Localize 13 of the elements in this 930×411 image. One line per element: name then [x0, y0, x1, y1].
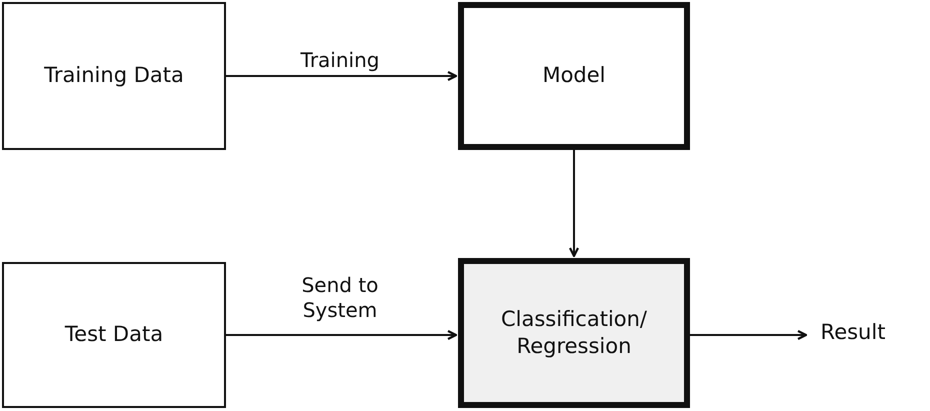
arrow: [568, 150, 580, 258]
arrow: [226, 330, 458, 340]
process-box: [458, 258, 690, 408]
box-text: Classification/ Regression: [500, 306, 648, 360]
box-text: Model: [542, 62, 606, 90]
arrow: [226, 70, 458, 82]
output-label: Result: [820, 319, 886, 346]
process-box: [458, 2, 690, 150]
box-text: Test Data: [64, 321, 164, 348]
arrow: [690, 330, 808, 340]
process-box: [2, 262, 226, 408]
process-box: [2, 2, 226, 150]
box-text: Training Data: [44, 62, 184, 90]
